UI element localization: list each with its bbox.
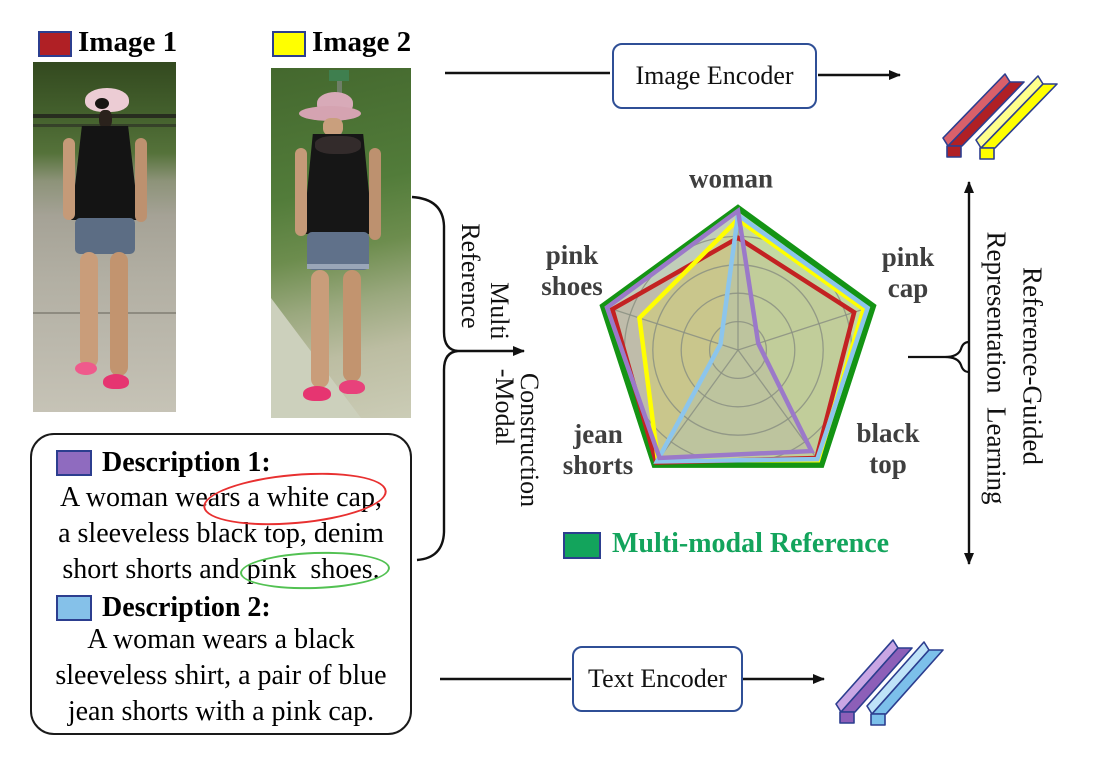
multimodal-brace [411, 195, 459, 562]
description-2-title: Description 2: [102, 592, 271, 623]
description-1-feature [839, 711, 855, 724]
pink-shoe [75, 362, 97, 375]
image-1-swatch [38, 31, 72, 57]
representation-learning-label: Representation Learning [981, 231, 1012, 505]
description-2-line: sleeveless shirt, a pair of blue [55, 660, 387, 691]
axis-label-line: pink [881, 242, 935, 272]
axis-label-line: shoes [541, 271, 603, 301]
axis-label-line: top [869, 449, 907, 479]
axis-label-black-top: black top [856, 418, 919, 480]
text-encoder-box: Text Encoder [572, 646, 743, 712]
image-2-swatch [272, 31, 306, 57]
face [323, 118, 343, 136]
right-leg [343, 270, 361, 382]
axis-label-line: black [856, 418, 920, 448]
left-arm [295, 148, 307, 236]
jean-shorts [307, 232, 369, 270]
photo-image-2 [271, 68, 411, 418]
description-1-swatch [56, 450, 92, 476]
left-arm [63, 138, 75, 220]
construction-label-construction: Construction [515, 372, 544, 508]
lace-yoke [315, 136, 361, 154]
image-2-feature [979, 147, 995, 160]
description-2-line: A woman wears a black [87, 624, 355, 655]
hair [99, 110, 112, 128]
image-encoder-label: Image Encoder [635, 61, 794, 90]
photo-image-1 [33, 62, 176, 412]
pink-shoe [103, 374, 129, 389]
image-encoder-box: Image Encoder [612, 43, 817, 109]
reference-flow-label: Reference [456, 223, 485, 329]
image-feature-bars [942, 73, 1058, 160]
black-top [71, 126, 139, 220]
person-back [63, 80, 147, 410]
description-1-title: Description 1: [102, 447, 271, 478]
multimodal-reference-label: Multi-modal Reference [612, 528, 890, 559]
jean-shorts [75, 218, 135, 254]
left-leg [311, 270, 329, 388]
image-1-label: Image 1 [78, 26, 178, 58]
pink-shoe [303, 386, 331, 401]
axis-label-jean-shorts: jean shorts [563, 419, 634, 481]
person-front [295, 90, 385, 416]
image-1-feature [946, 145, 962, 158]
shorts-hem [307, 264, 369, 269]
multimodal-reference-swatch [563, 532, 601, 559]
radar-chart [599, 204, 877, 468]
axis-label-line: woman [688, 163, 774, 194]
right-arm [369, 148, 381, 240]
axis-label-line: shorts [562, 450, 634, 480]
text-encoder-label: Text Encoder [588, 664, 727, 693]
description-2-swatch [56, 595, 92, 621]
description-1-line: short shorts and pink shoes. [62, 554, 380, 585]
sign-plate [329, 70, 349, 81]
axis-label-line: jean [573, 419, 623, 449]
radar-to-junction-line [908, 340, 970, 374]
cap-bow [95, 98, 109, 109]
axis-label-pink-cap: pink cap [882, 242, 935, 304]
image-2-label: Image 2 [312, 26, 412, 58]
pink-shoe [339, 380, 365, 394]
axis-label-line: cap [887, 273, 929, 303]
path-edge [33, 312, 176, 314]
descriptions-box [30, 433, 412, 735]
right-leg [110, 252, 128, 376]
axis-label-woman: woman [689, 164, 773, 195]
reference-guided-label: Reference-Guided [1017, 267, 1048, 465]
description-2-feature [870, 713, 886, 726]
axis-label-pink-shoes: pink shoes [541, 240, 603, 302]
description-1-line: a sleeveless black top, denim [58, 518, 384, 549]
construction-label-multi: Multi [485, 282, 514, 340]
description-2-line: jean shorts with a pink cap. [67, 696, 375, 727]
cap-brim [299, 106, 361, 121]
left-leg [80, 252, 98, 368]
right-arm [135, 138, 147, 222]
axis-label-line: pink [545, 240, 599, 270]
description-1-line: A woman wears a white cap, [60, 482, 382, 513]
text-feature-bars [835, 639, 944, 726]
